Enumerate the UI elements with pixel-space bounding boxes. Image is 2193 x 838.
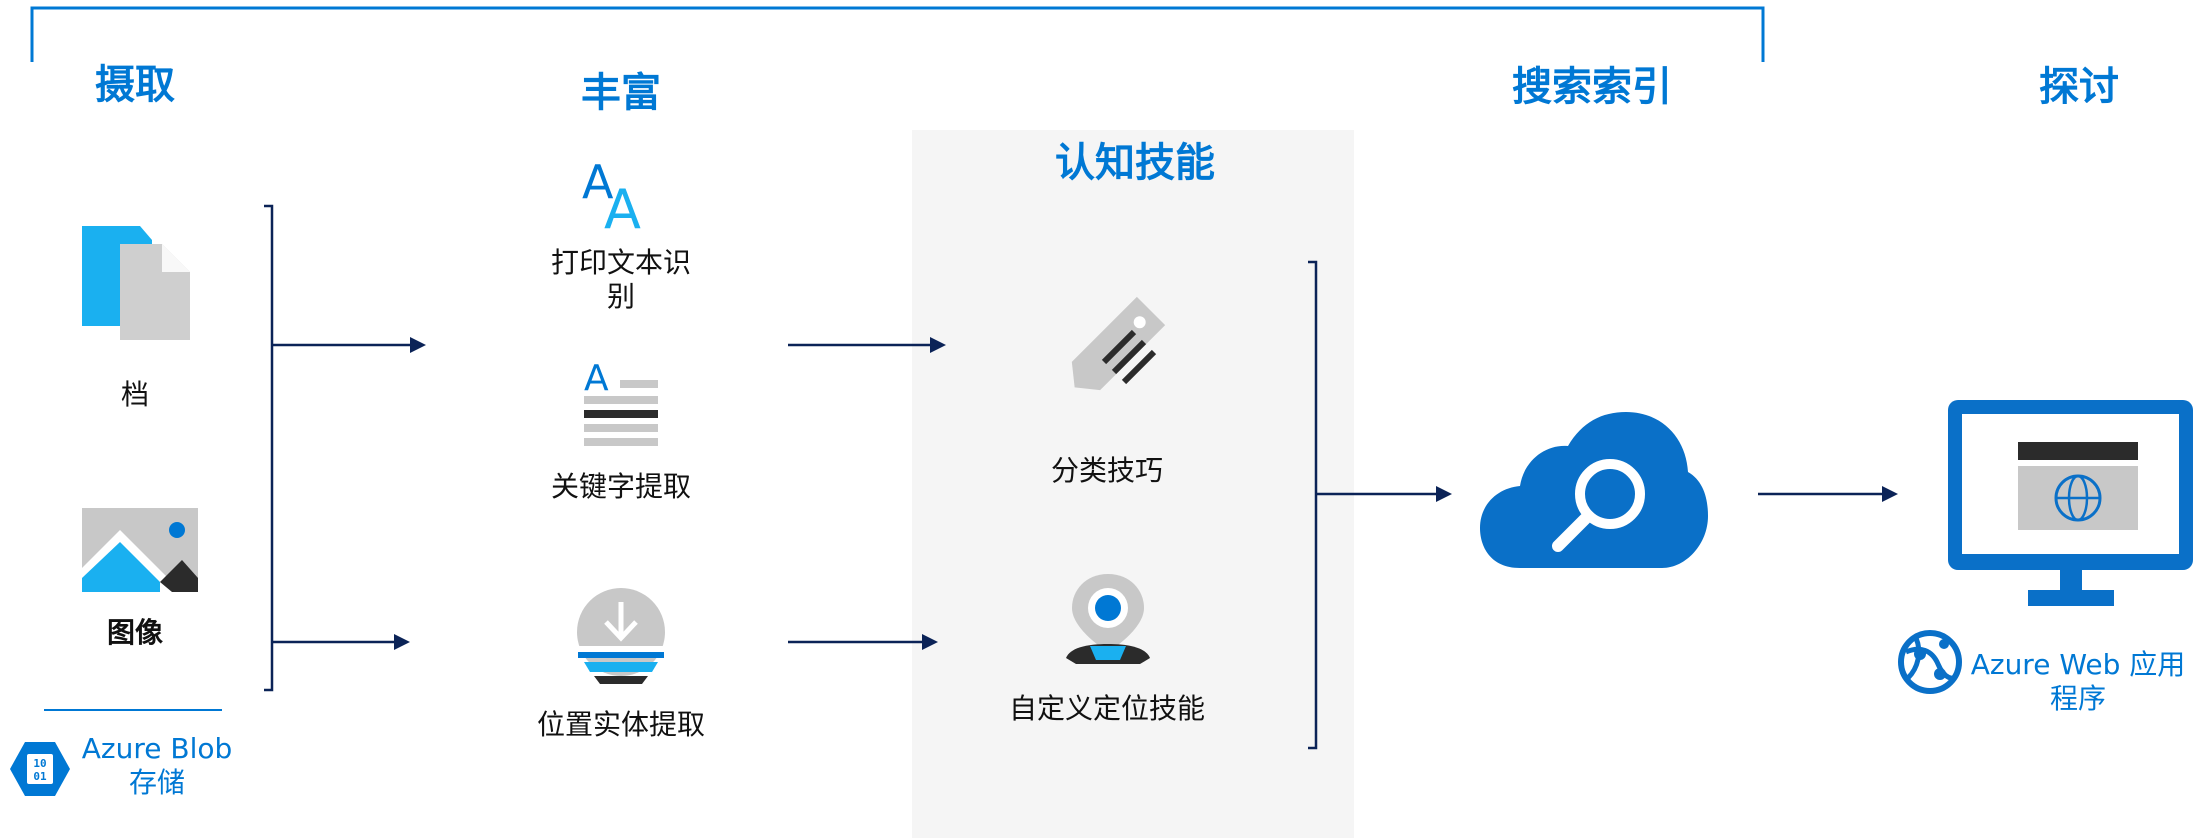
images-label: 图像 (106, 616, 164, 649)
svg-text:A: A (584, 358, 609, 399)
keyphrase-label: 关键字提取 (550, 470, 692, 503)
azure-blob-storage-icon: 10 01 (10, 742, 70, 796)
azure-web-app-icon (1898, 630, 1962, 694)
storage-label-line1: Azure Blob (81, 732, 233, 765)
svg-text:01: 01 (33, 770, 47, 783)
classify-label: 分类技巧 (1050, 454, 1164, 487)
web-monitor-icon (1948, 400, 2193, 606)
svg-text:10: 10 (33, 757, 46, 770)
ingest-divider (44, 709, 222, 711)
heading-cognitive-skills: 认知技能 (1055, 140, 1215, 186)
location-label: 位置实体提取 (536, 708, 706, 741)
ocr-label-line1: 打印文本识 (550, 246, 692, 279)
ocr-label-line2: 别 (606, 280, 636, 313)
document-icon (82, 226, 190, 340)
webapp-label-line2: 程序 (2049, 682, 2107, 715)
documents-label: 档 (120, 378, 150, 411)
heading-ingest: 摄取 (95, 62, 175, 108)
custom-location-label: 自定义定位技能 (1008, 692, 1206, 725)
cognitive-skills-panel (912, 130, 1354, 838)
webapp-label-line1: Azure Web 应用 (1970, 648, 2186, 681)
location-extraction-icon (574, 588, 668, 684)
heading-enrich: 丰富 (581, 70, 661, 116)
image-icon (82, 508, 198, 592)
location-pin-icon (1066, 574, 1150, 664)
ocr-text-icon: A A (582, 155, 641, 241)
tag-icon (1071, 296, 1166, 391)
storage-label-line2: 存储 (128, 766, 186, 799)
svg-text:A: A (604, 178, 641, 241)
search-cloud-icon (1480, 412, 1708, 568)
heading-search-index: 搜索索引 (1512, 64, 1672, 110)
heading-explore: 探讨 (2039, 64, 2119, 110)
key-phrase-icon: A (584, 358, 658, 446)
svg-text:A: A (582, 155, 614, 209)
